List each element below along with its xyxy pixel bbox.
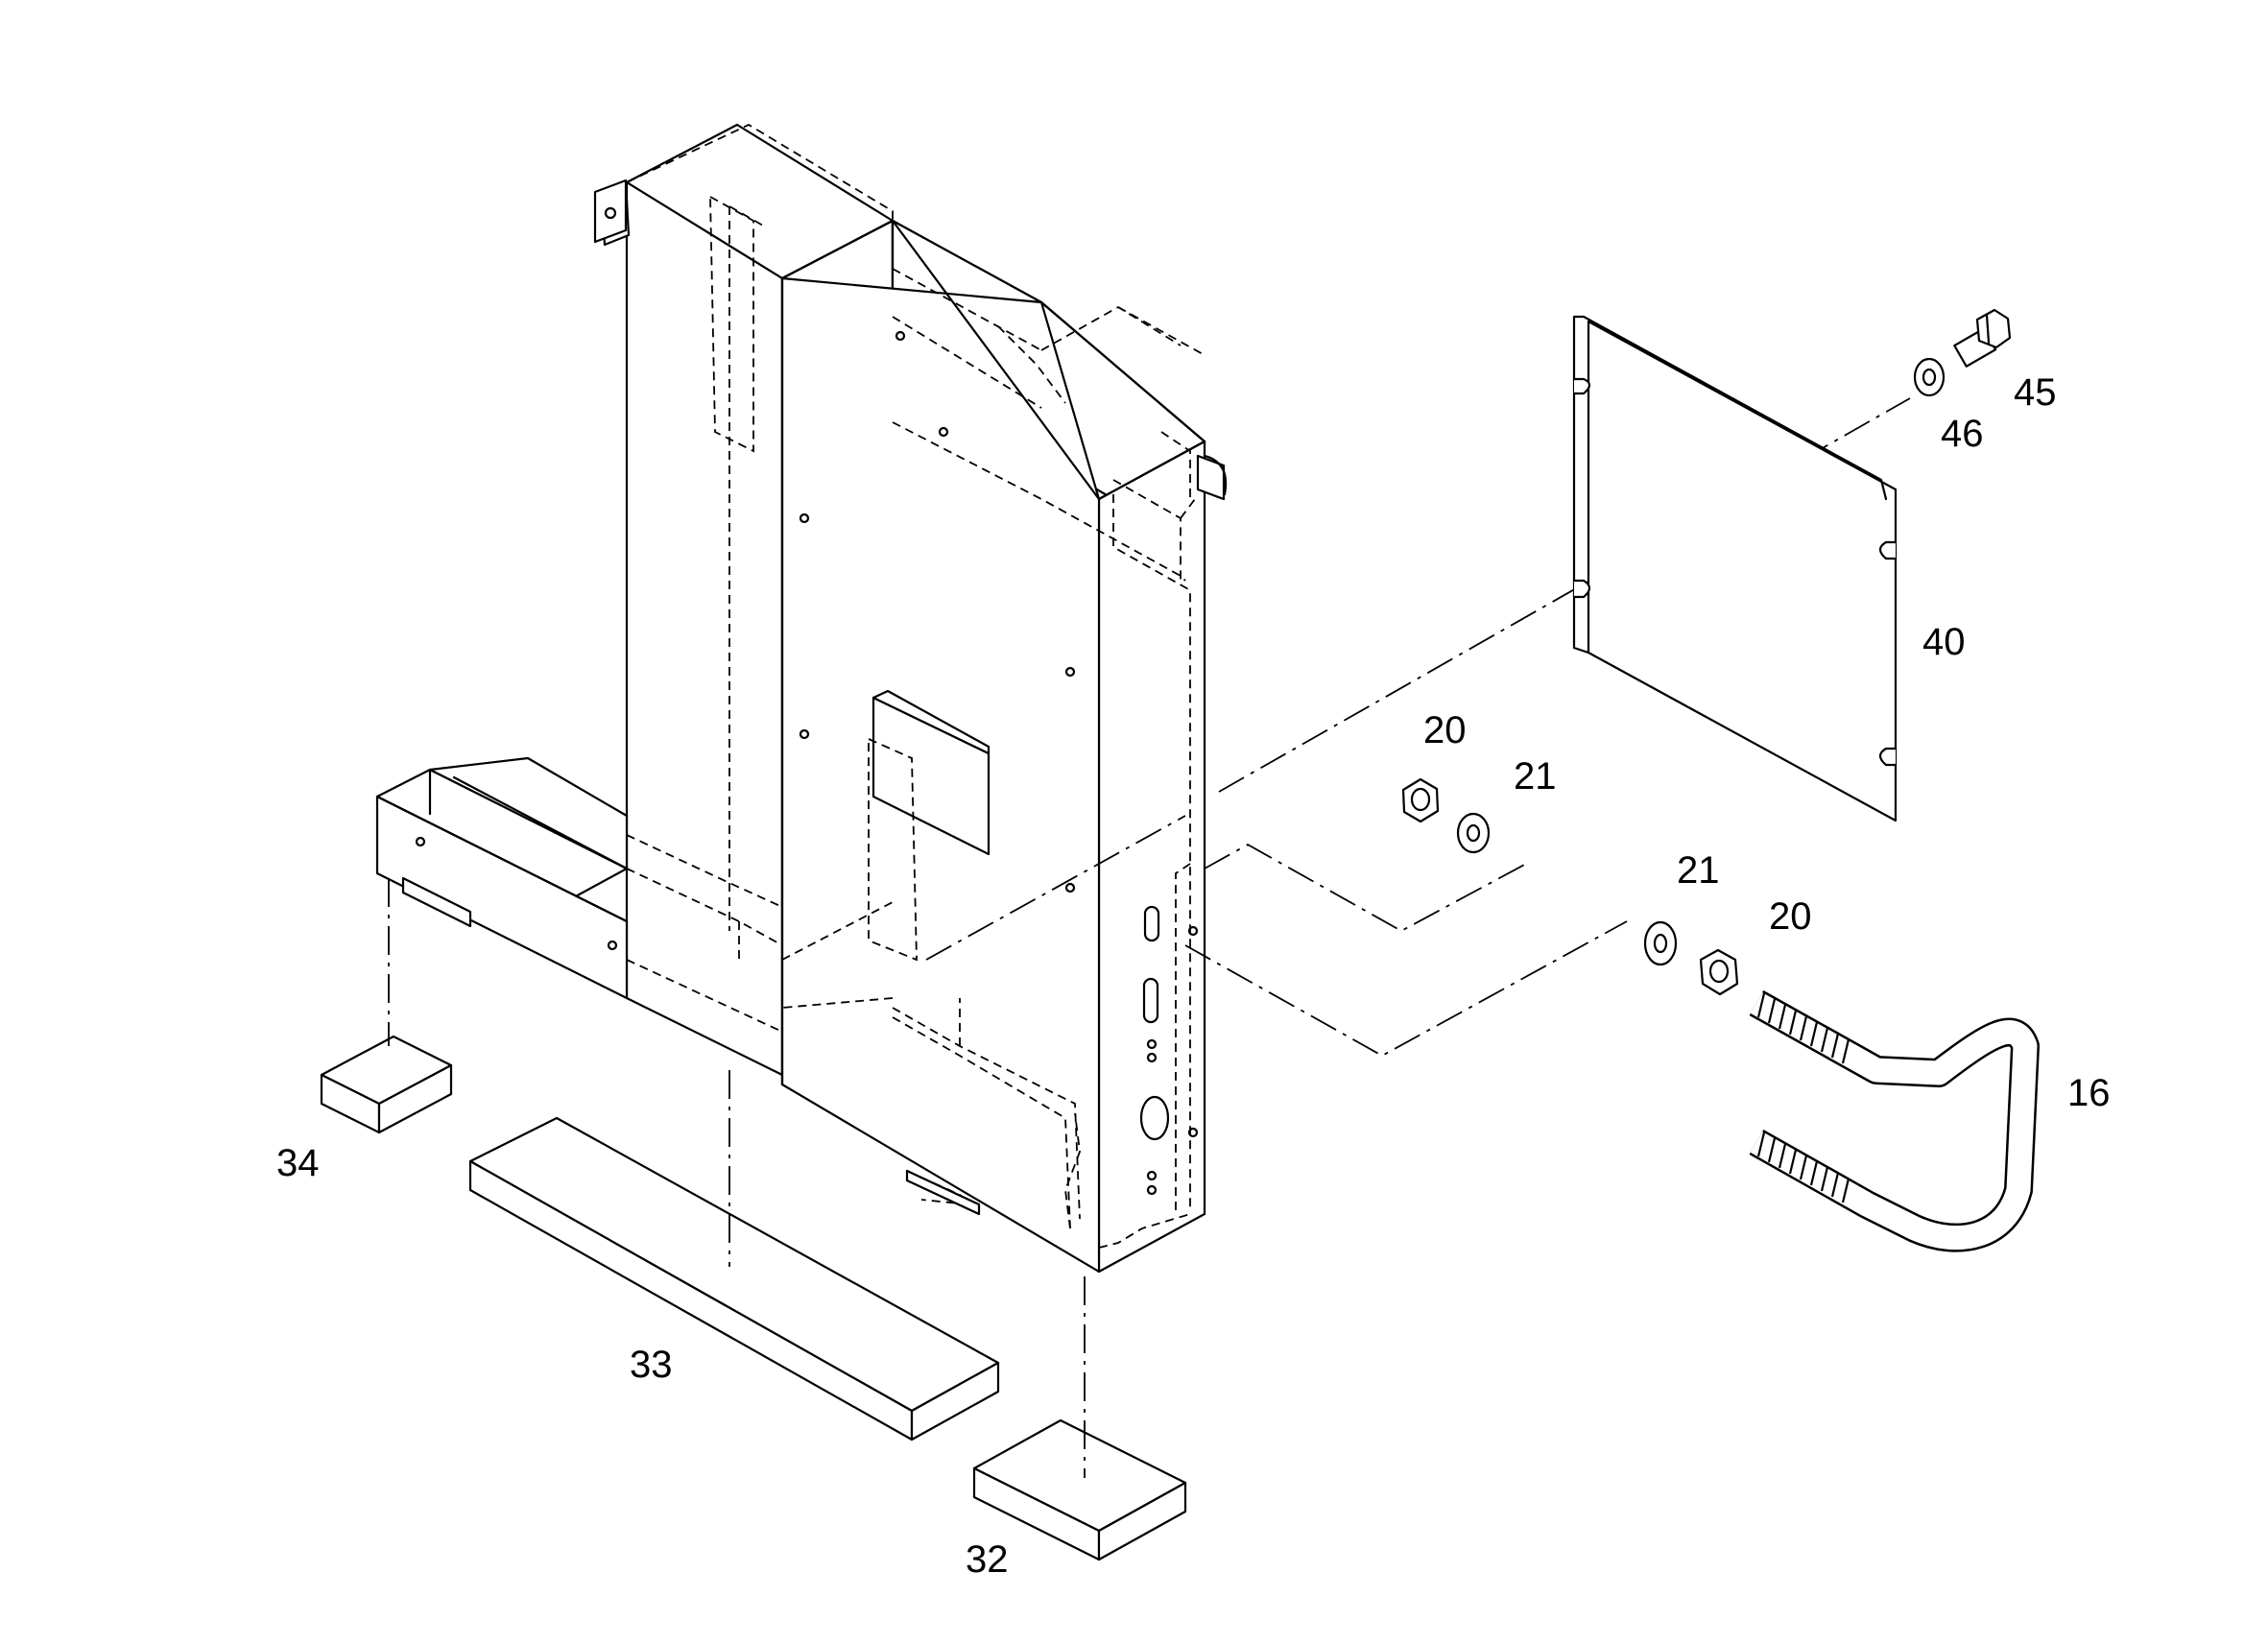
callout-32: 32 <box>966 1538 1009 1581</box>
callout-46: 46 <box>1941 413 1984 455</box>
nut-20-lower <box>1699 948 1739 996</box>
washer-46 <box>1913 357 1946 397</box>
nut-20-upper <box>1401 777 1440 823</box>
washer-21-upper <box>1456 812 1491 854</box>
callout-40: 40 <box>1922 621 1966 663</box>
cover-plate-40 <box>1572 315 1898 822</box>
callout-33: 33 <box>630 1344 673 1386</box>
callout-16: 16 <box>2067 1072 2111 1114</box>
main-frame <box>593 123 1228 1274</box>
callout-20-upper: 20 <box>1423 709 1467 751</box>
bolt-45 <box>1953 308 2012 368</box>
callout-34: 34 <box>276 1142 320 1184</box>
callout-21-upper: 21 <box>1514 755 1557 798</box>
u-bolt-16 <box>1749 989 2040 1252</box>
base-channel <box>375 756 981 1216</box>
pad-33 <box>468 1116 1000 1441</box>
u-bolt-thread-bottom <box>1756 1132 1850 1203</box>
pad-32 <box>972 1418 1187 1561</box>
u-bolt-thread-top <box>1756 992 1850 1064</box>
washer-21-lower <box>1643 920 1678 966</box>
callout-21-lower: 21 <box>1677 849 1720 892</box>
callout-45: 45 <box>2014 371 2057 414</box>
callout-20-lower: 20 <box>1769 895 1812 938</box>
pad-34 <box>320 1035 453 1134</box>
